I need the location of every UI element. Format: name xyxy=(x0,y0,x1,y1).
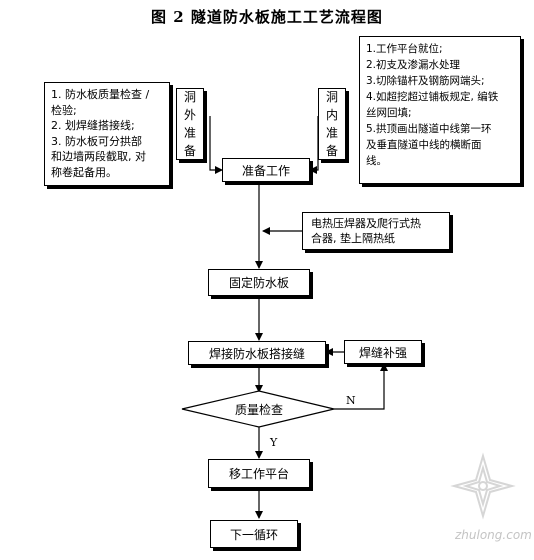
inside-prep-label-char: 准 xyxy=(325,126,338,140)
arrow-quality-to-reinforce xyxy=(334,363,388,410)
inside-prep-line: 3.切除锚杆及钢筋网端头; xyxy=(366,75,485,87)
outside-prep-line: 称卷起备用。 xyxy=(51,165,117,179)
equipment-note-line: 合器, 垫上隔热纸 xyxy=(311,232,395,245)
inside-prep-label-char: 洞 xyxy=(325,90,338,104)
inside-prep-line: 2.初支及渗漏水处理 xyxy=(366,59,461,71)
outside-prep-label-char: 外 xyxy=(183,108,196,122)
inside-prep-label: 洞 内 准 备 xyxy=(318,88,346,160)
outside-prep-note: 1. 防水板质量检查 / 检验; 2. 划焊缝搭接线; 3. 防水板可分拱部 和… xyxy=(44,82,170,186)
watermark-logo-icon xyxy=(450,452,516,520)
outside-prep-line: 检验; xyxy=(51,103,77,117)
inside-prep-line: 1.工作平台就位; xyxy=(366,43,443,55)
inside-prep-label-char: 内 xyxy=(325,108,338,122)
inside-prep-line: 4.如超挖超过铺板规定, 编铁 xyxy=(366,91,499,103)
arrow-inside-to-prepare xyxy=(309,116,319,174)
step-next-cycle: 下一循环 xyxy=(210,520,298,548)
step-weld-seam: 焊接防水板搭接缝 xyxy=(188,341,326,365)
branch-no-label: N xyxy=(346,394,356,407)
step-quality-check: 质量检查 xyxy=(234,403,283,417)
outside-prep-label-char: 洞 xyxy=(183,90,196,104)
watermark-text: zhulong.com xyxy=(455,528,532,542)
outside-prep-line: 3. 防水板可分拱部 xyxy=(51,134,142,148)
outside-prep-line: 1. 防水板质量检查 / xyxy=(51,88,150,101)
outside-prep-label: 洞 外 准 备 xyxy=(176,88,204,160)
inside-prep-line: 丝网回填; xyxy=(366,107,412,119)
inside-prep-line: 5.拱顶画出隧道中线第一环 xyxy=(366,123,492,135)
outside-prep-label-char: 备 xyxy=(183,144,196,158)
inside-prep-label-char: 备 xyxy=(325,144,338,158)
branch-yes-label: Y xyxy=(270,436,278,449)
inside-prep-line: 线。 xyxy=(366,155,387,167)
step-move-platform: 移工作平台 xyxy=(208,459,310,488)
equipment-note-line: 电热压焊器及爬行式热 xyxy=(311,217,421,230)
quality-diamond-shape xyxy=(181,390,335,428)
outside-prep-line: 和边墙两段截取, 对 xyxy=(51,150,146,163)
diagram-title: 图 2 隧道防水板施工工艺流程图 xyxy=(151,8,383,26)
equipment-note: 电热压焊器及爬行式热 合器, 垫上隔热纸 xyxy=(302,212,450,250)
outside-prep-line: 2. 划焊缝搭接线; xyxy=(51,119,135,132)
arrow-outside-to-prepare xyxy=(209,116,223,174)
step-reinforce: 焊缝补强 xyxy=(344,340,422,364)
step-prepare: 准备工作 xyxy=(222,158,310,182)
outside-prep-label-char: 准 xyxy=(183,126,196,140)
step-fix-sheet: 固定防水板 xyxy=(208,269,310,296)
inside-prep-line: 及垂直隧道中线的横断面 xyxy=(366,139,482,151)
inside-prep-note: 1.工作平台就位; 2.初支及渗漏水处理 3.切除锚杆及钢筋网端头; 4.如超挖… xyxy=(359,36,521,184)
